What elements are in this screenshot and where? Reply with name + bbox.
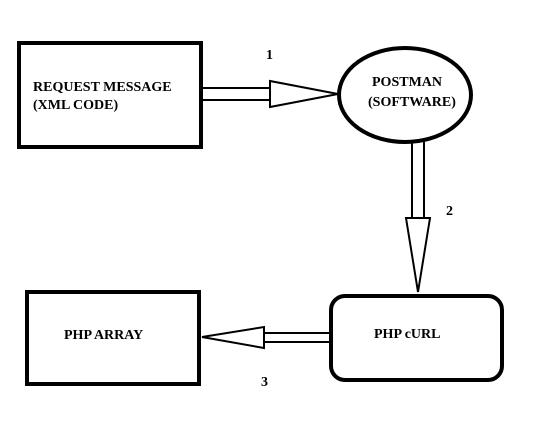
request-message-subtitle: (XML CODE)	[33, 98, 119, 113]
php-array-label: PHP ARRAY	[64, 328, 143, 343]
request-message-node: REQUEST MESSAGE (XML CODE)	[17, 41, 203, 149]
request-message-box	[17, 41, 203, 149]
php-curl-label: PHP cURL	[374, 327, 441, 342]
arrow-postman-to-curl	[404, 141, 432, 293]
step-1-label: 1	[266, 48, 273, 63]
postman-title: POSTMAN	[372, 75, 442, 90]
php-curl-box	[329, 294, 504, 382]
request-message-title: REQUEST MESSAGE	[33, 80, 172, 95]
step-2-label: 2	[446, 204, 453, 219]
postman-ellipse	[337, 46, 473, 144]
postman-node: POSTMAN (SOFTWARE)	[337, 46, 473, 144]
php-array-box	[25, 290, 201, 386]
php-curl-node: PHP cURL	[329, 294, 504, 382]
step-3-label: 3	[261, 375, 268, 390]
php-array-node: PHP ARRAY	[25, 290, 201, 386]
arrow-curl-to-array	[201, 325, 331, 350]
arrow-request-to-postman	[201, 79, 339, 109]
postman-subtitle: (SOFTWARE)	[368, 95, 456, 110]
